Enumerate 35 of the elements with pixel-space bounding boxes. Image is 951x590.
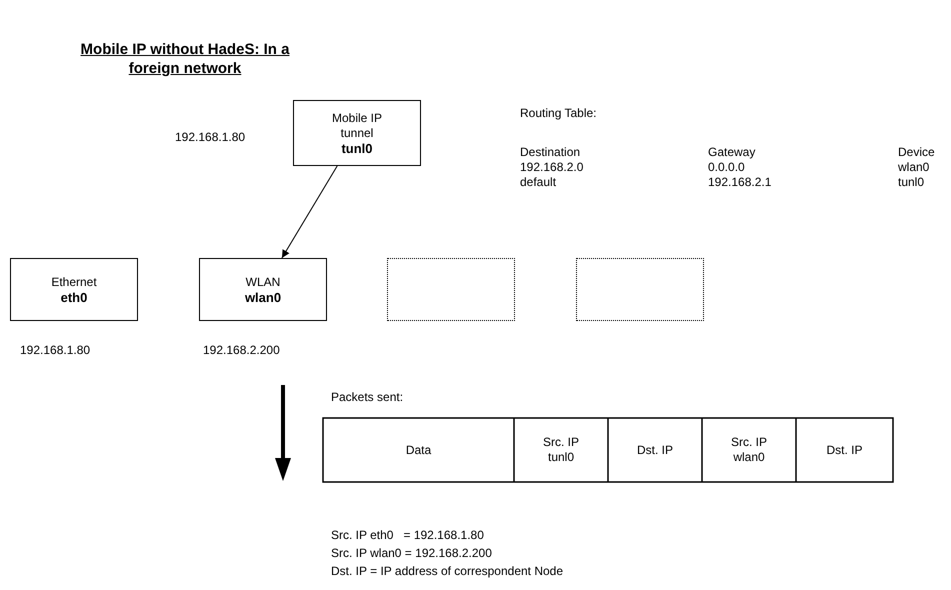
table-cell: 192.168.2.1 [708,175,772,190]
empty-interface-slot [576,258,704,321]
legend-note: Dst. IP = IP address of correspondent Node [331,564,564,579]
field-label: Data [406,442,432,458]
legend-note: Src. IP eth0 = 192.168.1.80 [331,528,484,543]
interface-box [199,258,327,321]
table-cell: 192.168.2.0 [520,160,584,175]
column-header: Device [898,145,935,160]
ip-address-label: 192.168.1.80 [175,130,246,145]
empty-interface-slot [387,258,515,321]
table-cell: tunl0 [898,175,924,190]
table-cell: 0.0.0.0 [708,160,745,175]
interface-box [10,258,138,321]
table-heading: Routing Table: [520,106,596,121]
ip-address-label: 192.168.1.80 [20,343,90,358]
interface-name: Mobile IP tunnel [330,110,384,140]
field-label: Src. IP wlan0 [730,435,768,465]
ip-address-label: 192.168.2.200 [203,343,280,358]
device-name: eth0 [60,290,88,304]
field-label: Dst. IP [636,442,673,458]
legend-note: Src. IP wlan0 = 192.168.2.200 [331,546,492,561]
interface-name: WLAN [246,274,280,290]
field-label: Src. IP tunl0 [542,435,580,465]
field-label: Dst. IP [826,442,862,458]
table-cell: wlan0 [898,160,930,175]
section-heading: Packets sent: [331,390,404,405]
device-name: tunl0 [341,140,373,156]
device-name: wlan0 [244,290,282,304]
interface-box [293,100,421,166]
column-header: Destination [520,145,580,160]
column-header: Gateway [708,145,756,160]
title: Mobile IP without HadeS: In a foreign network [80,40,290,78]
arrow [281,166,338,258]
table-cell: default [520,175,556,190]
interface-name: Ethernet [51,274,97,290]
